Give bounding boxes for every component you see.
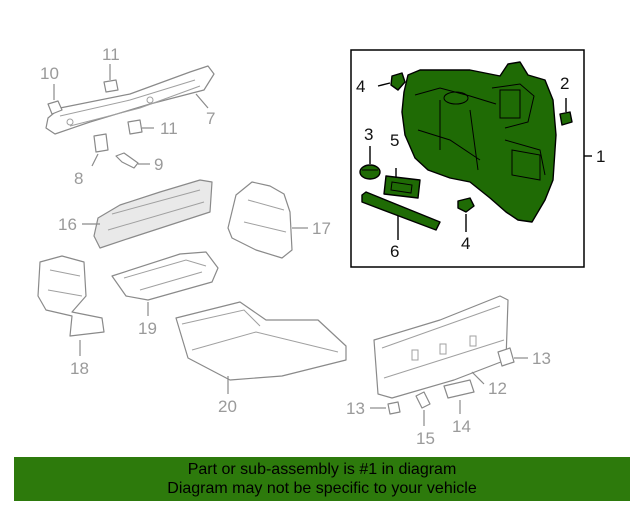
part-15-hook[interactable] — [415, 391, 431, 409]
callout-4-lower[interactable]: 4 — [461, 234, 470, 253]
callout-11-lower[interactable]: 11 — [160, 119, 178, 138]
part-16-panel-trim[interactable] — [93, 179, 213, 249]
part-7-rear-crossmember[interactable] — [45, 65, 215, 135]
callout-6[interactable]: 6 — [390, 242, 399, 261]
callout-2[interactable]: 2 — [560, 74, 569, 93]
callout-11-upper[interactable]: 11 — [102, 45, 120, 64]
part-10-nut[interactable] — [47, 100, 63, 115]
part-11-clip-lower[interactable] — [127, 119, 143, 135]
part-4-clip-lower[interactable] — [457, 197, 475, 213]
part-8-bracket[interactable] — [93, 133, 109, 153]
callout-15[interactable]: 15 — [416, 429, 435, 448]
callout-12[interactable]: 12 — [488, 379, 507, 398]
part-13-clip-left[interactable] — [387, 401, 401, 415]
part-6-strap[interactable] — [361, 191, 441, 231]
callout-9[interactable]: 9 — [154, 155, 163, 174]
part-17-side-trim[interactable] — [227, 181, 293, 259]
callout-13-left[interactable]: 13 — [346, 399, 365, 418]
part-11-clip-upper[interactable] — [103, 79, 119, 93]
part-2-clip[interactable] — [559, 111, 573, 126]
part-4-clip-upper[interactable] — [390, 72, 406, 91]
part-20-floor-mat[interactable] — [175, 301, 347, 381]
parts-diagram: 1 2 3 4 4 5 6 7 8 9 10 11 11 12 13 13 14… — [37, 45, 605, 448]
info-banner: Part or sub-assembly is #1 in diagram Di… — [14, 457, 630, 501]
callout-14[interactable]: 14 — [452, 417, 471, 436]
callout-17[interactable]: 17 — [312, 219, 331, 238]
banner-line-1: Part or sub-assembly is #1 in diagram — [187, 461, 457, 478]
part-13-clip-right[interactable] — [497, 347, 515, 367]
callout-18[interactable]: 18 — [70, 359, 89, 378]
callout-16[interactable]: 16 — [58, 215, 77, 234]
part-19-tray[interactable] — [111, 251, 219, 301]
part-5-bezel[interactable] — [383, 175, 421, 199]
banner-line-2: Diagram may not be specific to your vehi… — [167, 480, 477, 497]
callout-13-right[interactable]: 13 — [532, 349, 551, 368]
callout-20[interactable]: 20 — [218, 397, 237, 416]
part-14-cover[interactable] — [443, 379, 475, 399]
part-3-cap[interactable] — [359, 164, 381, 180]
callout-10[interactable]: 10 — [40, 64, 59, 83]
callout-3[interactable]: 3 — [364, 125, 373, 144]
callout-4-upper[interactable]: 4 — [356, 77, 365, 96]
part-9-bolt[interactable] — [115, 152, 139, 169]
callout-8[interactable]: 8 — [74, 169, 83, 188]
part-1-trunk-side-lining[interactable] — [401, 61, 557, 223]
callout-1[interactable]: 1 — [596, 147, 605, 166]
callout-5[interactable]: 5 — [390, 131, 399, 150]
callout-7[interactable]: 7 — [206, 109, 215, 128]
part-18-lower-bracket[interactable] — [37, 255, 105, 337]
callout-19[interactable]: 19 — [138, 319, 157, 338]
